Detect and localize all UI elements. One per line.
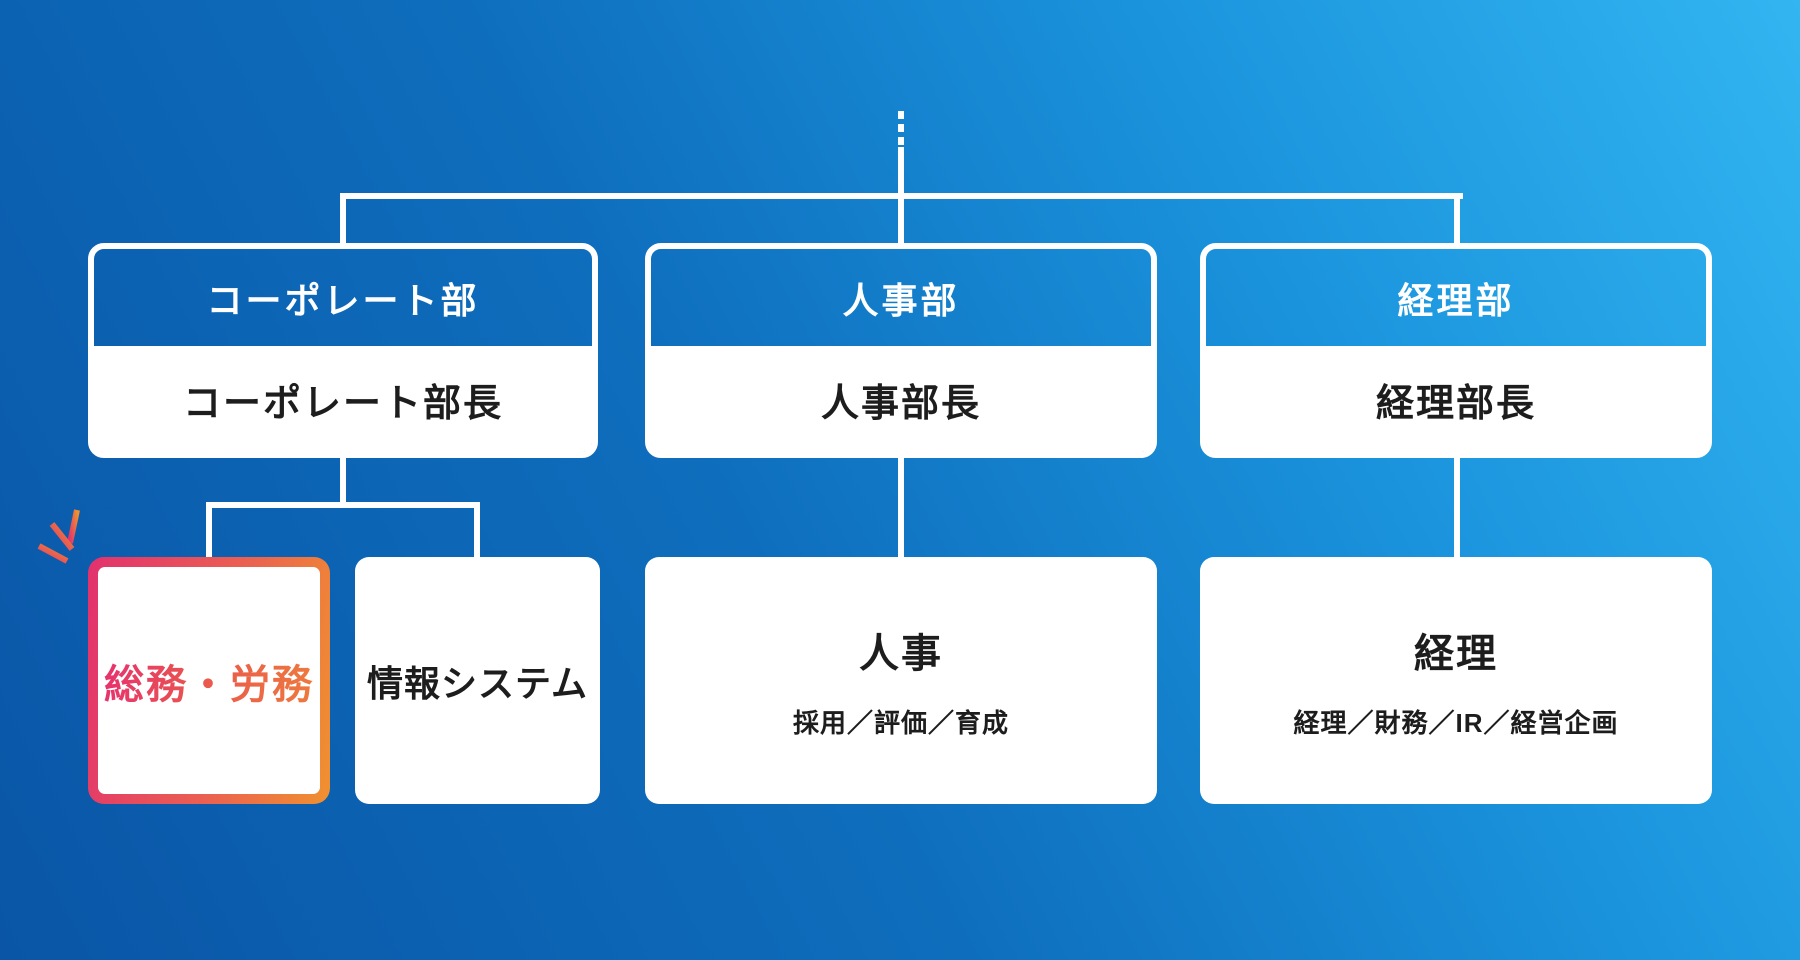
drop-line-accounting-dept bbox=[1454, 196, 1460, 246]
unit-title: 人事 bbox=[859, 632, 943, 676]
dept-header-accounting: 経理部 bbox=[1206, 249, 1706, 346]
drop-line-joho-system bbox=[474, 505, 480, 560]
dept-box-accounting: 経理部 経理部長 bbox=[1200, 243, 1712, 458]
unit-title: 情報システム bbox=[367, 662, 588, 704]
dept-title: 人事部 bbox=[842, 279, 960, 321]
drop-line-jinji-unit bbox=[898, 455, 904, 560]
dept-title: 経理部 bbox=[1397, 279, 1515, 321]
dept-head-title: 人事部長 bbox=[820, 382, 981, 425]
corporate-sub-rail-line bbox=[206, 502, 480, 508]
dept-body-accounting: 経理部長 bbox=[1206, 346, 1706, 452]
unit-title: 総務・労務 bbox=[104, 652, 314, 710]
unit-box-keiri: 経理 経理／財務／IR／経営企画 bbox=[1200, 557, 1712, 804]
unit-detail: 経理／財務／IR／経営企画 bbox=[1293, 708, 1619, 738]
drop-line-keiri-unit bbox=[1454, 455, 1460, 560]
emphasis-burst-icon bbox=[37, 509, 80, 564]
dept-header-corporate: コーポレート部 bbox=[94, 249, 592, 346]
main-rail-line bbox=[340, 193, 1463, 199]
dept-head-title: 経理部長 bbox=[1375, 382, 1536, 425]
dept-body-hr: 人事部長 bbox=[651, 346, 1151, 452]
drop-line-corporate bbox=[340, 196, 346, 246]
dept-box-corporate: コーポレート部 コーポレート部長 bbox=[88, 243, 598, 458]
dept-body-corporate: コーポレート部長 bbox=[94, 346, 592, 452]
unit-box-joho-system: 情報システム bbox=[355, 557, 600, 804]
dept-header-hr: 人事部 bbox=[651, 249, 1151, 346]
drop-line-soumu bbox=[206, 505, 212, 560]
unit-box-jinji: 人事 採用／評価／育成 bbox=[645, 557, 1157, 804]
unit-title: 経理 bbox=[1414, 632, 1498, 676]
unit-detail: 採用／評価／育成 bbox=[792, 708, 1009, 738]
dept-head-title: コーポレート部長 bbox=[182, 382, 503, 425]
parent-link-dotted-line bbox=[898, 111, 904, 148]
unit-box-soumu-roumu: 総務・労務 bbox=[88, 557, 330, 804]
dept-title: コーポレート部 bbox=[206, 279, 480, 321]
corporate-sub-stem-line bbox=[340, 455, 346, 508]
dept-box-hr: 人事部 人事部長 bbox=[645, 243, 1157, 458]
unit-box-soumu-roumu-inner: 総務・労務 bbox=[98, 567, 320, 794]
